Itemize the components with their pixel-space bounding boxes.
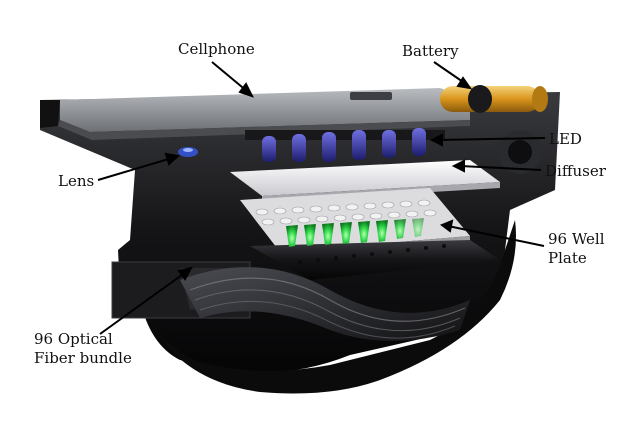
label-fiber-bundle: 96 Optical Fiber bundle [34, 330, 132, 368]
arrow-cellphone [211, 61, 249, 93]
arrow-lens [97, 157, 173, 181]
arrow-diffuser-head [451, 159, 465, 173]
label-diffuser: Diffuser [545, 162, 606, 180]
arrow-lens-head [164, 152, 181, 166]
arrow-cellphone-head [238, 82, 254, 98]
callout-arrows [97, 61, 546, 335]
label-led: LED [549, 130, 582, 148]
label-cellphone: Cellphone [178, 40, 255, 58]
arrow-diffuser [459, 165, 542, 171]
lens [178, 147, 198, 157]
well-plate [240, 188, 500, 280]
arrow-led [437, 137, 546, 141]
arrow-well-plate [447, 225, 545, 247]
arrow-battery-head [456, 76, 473, 90]
arrow-well-plate-head [439, 219, 454, 233]
arrow-led-head [429, 133, 443, 147]
fiber-bundle [180, 267, 470, 341]
battery [440, 85, 548, 174]
label-battery: Battery [402, 42, 459, 60]
label-96-well-plate-line-1: 96 Well [548, 230, 605, 248]
label-fiber-bundle-line-2: Fiber bundle [34, 349, 132, 367]
led-array [245, 128, 445, 162]
label-96-well-plate: 96 Well Plate [548, 230, 605, 268]
label-lens: Lens [58, 172, 95, 190]
arrow-fiber-head [177, 266, 193, 281]
arrow-fiber [99, 271, 187, 335]
label-fiber-bundle-line-1: 96 Optical [34, 330, 113, 348]
label-96-well-plate-line-2: Plate [548, 249, 587, 267]
